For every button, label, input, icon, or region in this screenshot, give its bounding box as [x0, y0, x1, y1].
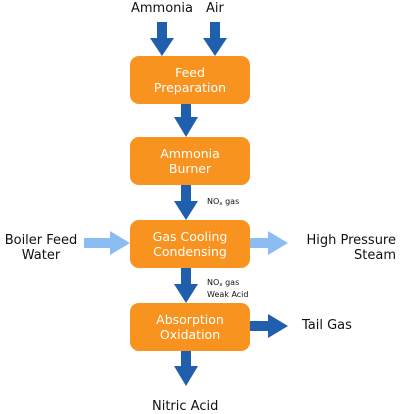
air-input-label: Air — [206, 1, 224, 16]
steam-line1: High Pressure — [306, 233, 396, 248]
ammonia-input-arrow — [150, 22, 174, 56]
boiler-feed-line2: Water — [21, 248, 61, 263]
feed-to-burner-arrow — [174, 104, 198, 137]
steam-output-arrow — [250, 231, 288, 255]
tail-gas-label: Tail Gas — [302, 318, 352, 333]
ammonia-burner-line1: Ammonia — [160, 146, 220, 161]
burner-to-cooling-arrow — [174, 185, 198, 220]
gas-cooling-box: Gas Cooling Condensing — [130, 220, 250, 268]
ammonia-burner-line2: Burner — [168, 161, 212, 176]
ammonia-burner-box: Ammonia Burner — [130, 137, 250, 185]
cooling-to-absorption-arrow — [174, 268, 198, 303]
feed-preparation-box: Feed Preparation — [130, 56, 250, 104]
boiler-feed-water-label: Boiler Feed Water — [0, 233, 82, 263]
gas-cooling-line2: Condensing — [153, 244, 227, 259]
absorption-box: Absorption Oxidation — [130, 303, 250, 351]
steam-line2: Steam — [354, 248, 396, 263]
tail-gas-output-arrow — [250, 314, 288, 338]
absorption-line2: Oxidation — [159, 327, 221, 342]
weak-acid-label: Weak Acid — [207, 290, 249, 299]
feed-preparation-line2: Preparation — [153, 80, 227, 95]
nox-gas-label-2: NOx gas — [207, 278, 240, 288]
gas-cooling-line1: Gas Cooling — [152, 229, 228, 244]
absorption-to-nitric-acid-arrow — [174, 351, 198, 386]
feed-preparation-line1: Feed — [175, 65, 205, 80]
high-pressure-steam-label: High Pressure Steam — [290, 233, 396, 263]
air-input-arrow — [203, 22, 227, 56]
nitric-acid-label: Nitric Acid — [152, 399, 219, 414]
nox-gas-label-1: NOx gas — [207, 197, 240, 207]
boiler-feed-arrow — [84, 231, 130, 255]
absorption-line1: Absorption — [156, 312, 224, 327]
boiler-feed-line1: Boiler Feed — [4, 233, 78, 248]
ammonia-input-label: Ammonia — [131, 1, 193, 16]
